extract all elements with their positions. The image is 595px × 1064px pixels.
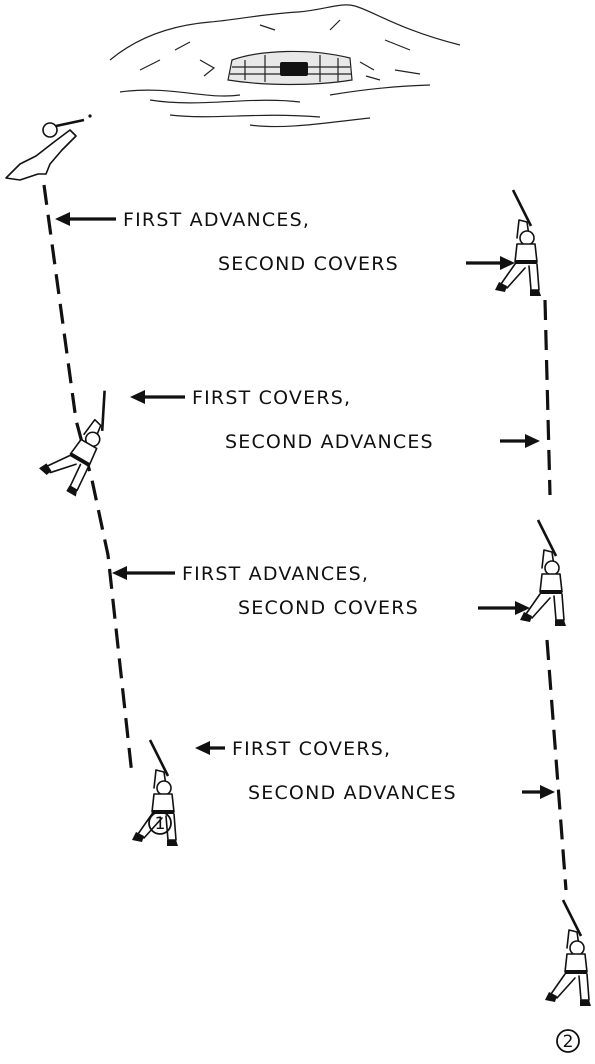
soldier-2-figure-final <box>543 898 593 1008</box>
bound-1-first-label: FIRST ADVANCES, <box>123 209 310 231</box>
objective-hill-illustration <box>109 4 461 128</box>
bound-4-second-label: SECOND ADVANCES <box>248 782 457 804</box>
soldier-2-marker-circle <box>556 1029 580 1053</box>
soldier-2-figure-covering-a <box>493 188 543 298</box>
bound-2-second-label: SECOND ADVANCES <box>225 431 434 453</box>
bound-3-second-label: SECOND COVERS <box>238 597 419 619</box>
soldier-1-marker-circle <box>148 811 172 835</box>
arrow-right-icon <box>525 434 540 448</box>
arrow-left-icon <box>130 390 145 404</box>
bound-3-first-label: FIRST ADVANCES, <box>182 563 369 585</box>
bound-2: FIRST COVERS, SECOND ADVANCES <box>130 387 540 453</box>
bound-1: FIRST ADVANCES, SECOND COVERS <box>55 209 515 275</box>
arrow-left-icon <box>195 741 210 755</box>
bound-4: FIRST COVERS, SECOND ADVANCES <box>195 738 555 804</box>
soldier-1-path <box>42 184 134 776</box>
arrow-left-icon <box>112 566 127 580</box>
arrow-right-icon <box>515 601 530 615</box>
soldier-1-marker: 1 <box>155 814 166 834</box>
arrow-right-icon <box>540 785 555 799</box>
bound-2-first-label: FIRST COVERS, <box>192 387 351 409</box>
arrow-left-icon <box>55 212 70 226</box>
arrow-right-icon <box>500 256 515 270</box>
bound-1-second-label: SECOND COVERS <box>218 253 399 275</box>
bound-3: FIRST ADVANCES, SECOND COVERS <box>112 563 530 619</box>
soldier-1-prone-figure <box>5 114 92 181</box>
soldier-2-marker: 2 <box>563 1032 574 1052</box>
bound-4-first-label: FIRST COVERS, <box>232 738 391 760</box>
soldier-2-path <box>543 299 568 891</box>
soldier-2-figure-advancing <box>518 518 568 628</box>
